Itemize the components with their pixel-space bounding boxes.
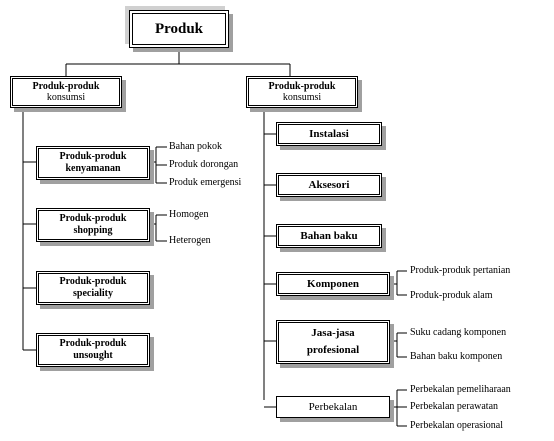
root-node: Produk bbox=[129, 10, 229, 48]
right-node-bahan-baku-label: Bahan baku bbox=[300, 230, 358, 242]
right-node-aksesori-label: Aksesori bbox=[308, 179, 350, 191]
right-node-jasa-profesional: Jasa-jasa profesional bbox=[276, 320, 390, 364]
left-node-shopping-line1: Produk-produk bbox=[59, 213, 127, 224]
leaf-perbekalan-pemeliharaan: Perbekalan pemeliharaan bbox=[410, 384, 511, 395]
leaf-homogen: Homogen bbox=[169, 209, 209, 220]
right-node-perbekalan-label: Perbekalan bbox=[308, 401, 358, 413]
left-node-speciality-line2: speciality bbox=[72, 288, 113, 299]
left-node-unsought: Produk-produk unsought bbox=[36, 333, 150, 367]
leaf-suku-cadang: Suku cadang komponen bbox=[410, 327, 507, 338]
leaf-produk-alam: Produk-produk alam bbox=[410, 290, 493, 301]
right-node-komponen: Komponen bbox=[276, 272, 390, 296]
leaf-perbekalan-operasional: Perbekalan operasional bbox=[410, 420, 504, 431]
left-node-unsought-line2: unsought bbox=[73, 350, 113, 361]
leaf-produk-pertanian: Produk-produk pertanian bbox=[410, 265, 511, 276]
right-node-aksesori: Aksesori bbox=[276, 173, 382, 197]
left-node-kenyamanan-line2: kenyamanan bbox=[65, 163, 121, 174]
right-node-jasa-line1: Jasa-jasa bbox=[311, 327, 355, 339]
left-node-kenyamanan-line1: Produk-produk bbox=[59, 151, 127, 162]
right-node-bahan-baku: Bahan baku bbox=[276, 224, 382, 248]
right-node-instalasi: Instalasi bbox=[276, 122, 382, 146]
left-node-speciality: Produk-produk speciality bbox=[36, 271, 150, 305]
leaf-produk-emergensi: Produk emergensi bbox=[169, 177, 242, 188]
right-category-line2: konsumsi bbox=[282, 92, 322, 103]
left-node-kenyamanan: Produk-produk kenyamanan bbox=[36, 146, 150, 180]
right-node-jasa-line2: profesional bbox=[306, 344, 360, 356]
left-node-shopping: Produk-produk shopping bbox=[36, 208, 150, 242]
left-node-unsought-line1: Produk-produk bbox=[59, 338, 127, 349]
left-category-line2: konsumsi bbox=[46, 92, 86, 103]
leaf-produk-dorongan: Produk dorongan bbox=[169, 159, 239, 170]
right-category-line1: Produk-produk bbox=[268, 81, 336, 92]
right-node-komponen-label: Komponen bbox=[307, 278, 359, 290]
leaf-bahan-baku-komponen: Bahan baku komponen bbox=[410, 351, 503, 362]
leaf-bahan-pokok: Bahan pokok bbox=[169, 141, 223, 152]
root-label: Produk bbox=[154, 20, 204, 37]
leaf-heterogen: Heterogen bbox=[169, 235, 211, 246]
left-node-shopping-line2: shopping bbox=[73, 225, 113, 236]
left-node-speciality-line1: Produk-produk bbox=[59, 276, 127, 287]
right-category-node: Produk-produk konsumsi bbox=[246, 76, 358, 108]
right-node-perbekalan: Perbekalan bbox=[276, 396, 390, 418]
right-node-instalasi-label: Instalasi bbox=[309, 128, 349, 140]
left-category-line1: Produk-produk bbox=[32, 81, 100, 92]
left-category-node: Produk-produk konsumsi bbox=[10, 76, 122, 108]
leaf-perbekalan-perawatan: Perbekalan perawatan bbox=[410, 401, 499, 412]
